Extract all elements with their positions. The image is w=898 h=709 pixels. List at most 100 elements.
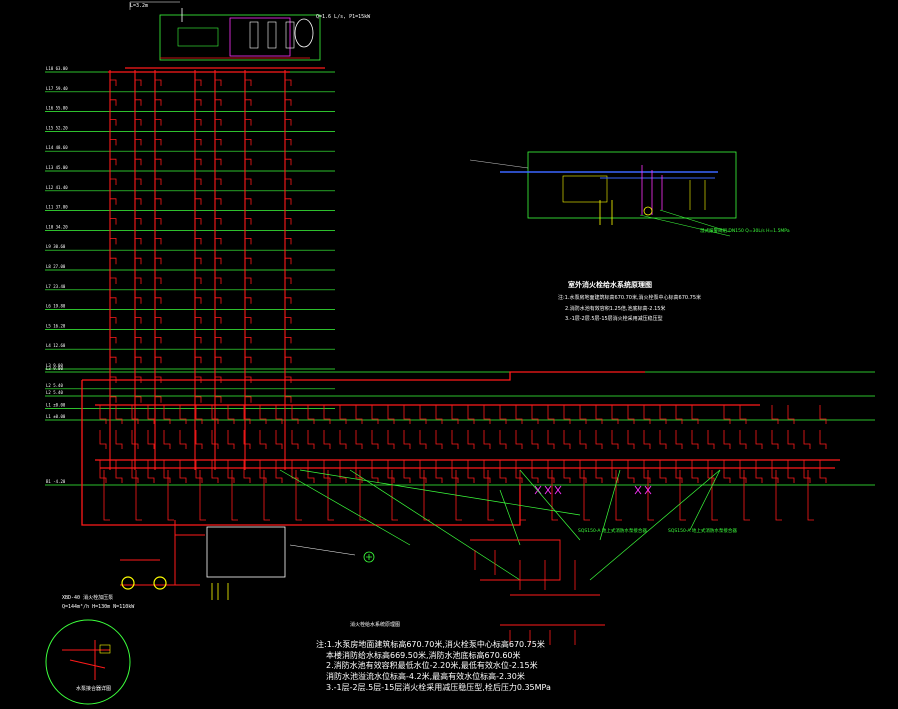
hydrant-branch [355, 460, 363, 483]
hydrant-branch [419, 405, 427, 424]
hydrant-branch [285, 139, 292, 146]
hydrant-branch [195, 178, 202, 185]
hydrant-branch [131, 405, 139, 424]
hydrant-branch [531, 430, 539, 449]
hydrant-branch [707, 430, 715, 449]
hydrant-branch [355, 430, 363, 449]
ring-main [82, 371, 645, 381]
main-note-5: 3.-1层-2层.5层-15层消火栓采用减压稳压型,栓后压力0.35MPa [326, 682, 551, 692]
floor-level-label: L3 9.00 [46, 366, 63, 371]
floor-level-label: L4 12.60 [46, 343, 66, 348]
hydrant-branch [643, 430, 651, 449]
hydrant-branch [245, 396, 252, 403]
hydrant-branch [215, 376, 222, 383]
floor-level-label: L14 48.60 [46, 145, 68, 150]
hydrant-branch [110, 396, 117, 403]
hydrant-branch [285, 396, 292, 403]
floor-level-label: L13 45.00 [46, 165, 68, 170]
drop-pipe [231, 470, 238, 521]
hydrant-branch [285, 238, 292, 245]
plan-title: 室外消火栓给水系统原理图 [568, 280, 652, 289]
hydrant-branch [215, 139, 222, 146]
hydrant-branch [285, 356, 292, 364]
hydrant-branch [147, 430, 155, 449]
hydrant-branch [195, 297, 202, 304]
hydrant-branch [787, 405, 795, 424]
hydrant-branch [245, 139, 252, 146]
hydrant-branch [483, 460, 491, 483]
hydrant-branch [371, 405, 379, 424]
hydrant-branch [155, 277, 162, 284]
callout-2: SQS150-A 地上式消防水泵接合器 [668, 527, 737, 534]
leader-line [519, 469, 581, 541]
hydrant-branch [387, 460, 395, 483]
hydrant-branch [115, 460, 123, 483]
hydrant-branch [531, 460, 539, 483]
hydrant-branch [195, 317, 202, 324]
hydrant-branch [245, 218, 252, 225]
drop-pipe [647, 470, 654, 521]
hydrant-branch [215, 277, 222, 284]
hydrant-branch [245, 158, 252, 166]
hydrant-branch [739, 405, 747, 424]
hydrant-branch [135, 79, 142, 86]
hydrant-branch [435, 405, 443, 424]
hydrant-branch [245, 376, 252, 383]
hydrant-branch [387, 430, 395, 449]
hydrant-branch [285, 257, 292, 265]
floor-lines [45, 71, 875, 486]
hydrant-branch [771, 405, 779, 424]
hydrant-branch [195, 218, 202, 225]
hydrant-branch [483, 430, 491, 449]
hydrant-branch [215, 257, 222, 265]
hydrant-branch [467, 430, 475, 449]
hydrant-branch [259, 405, 267, 424]
hydrant-branch [135, 238, 142, 245]
hydrant-branch [285, 99, 292, 106]
drop-pipe [391, 470, 398, 521]
hydrant-branch [215, 198, 222, 205]
hydrant-branch [691, 430, 699, 449]
fire-water-tank [206, 526, 286, 578]
hydrant-branch [243, 460, 251, 483]
leader-line [689, 469, 721, 531]
hydrant-branch [307, 460, 315, 483]
hydrant-branch [819, 460, 827, 483]
hydrant-branch [675, 430, 683, 449]
floor-level-label: L15 52.20 [46, 125, 68, 130]
hydrant-branch [339, 460, 347, 483]
hydrant-branch [531, 405, 539, 424]
plan-note-2: 2.消防水池有效容积1.25倍,池底标高-2.15米 [565, 305, 665, 312]
hydrant-branch [195, 277, 202, 284]
hydrant-branch [195, 460, 203, 483]
leader-line [279, 469, 411, 546]
hydrant-branch [563, 405, 571, 424]
hydrant-branch [155, 218, 162, 225]
hydrant-branch [691, 405, 699, 424]
hydrant-branch [215, 337, 222, 344]
hydrant-branch [147, 460, 155, 483]
hydrant-branch [155, 257, 162, 265]
hydrant-branch [285, 178, 292, 185]
floor-level-label: L12 41.40 [46, 185, 68, 190]
hydrant-branch [467, 405, 475, 424]
hydrant-branch [371, 460, 379, 483]
hydrant-branch [110, 139, 117, 146]
hydrant-branch [627, 430, 635, 449]
hydrant-branch [275, 460, 283, 483]
hydrant-branch [215, 356, 222, 364]
hydrant-branch [135, 198, 142, 205]
hydrant-branch [155, 158, 162, 166]
hydrant-branch [291, 430, 299, 449]
hydrant-branch [195, 376, 202, 383]
hydrant-branch [675, 405, 683, 424]
hydrant-branch [179, 405, 187, 424]
hydrant-branch [195, 139, 202, 146]
hydrant-branch [451, 430, 459, 449]
hydrant-branch [245, 119, 252, 126]
drop-pipe [519, 470, 526, 521]
tower-risers [108, 70, 292, 470]
hydrant-branch [659, 405, 667, 424]
hydrant-branch [215, 297, 222, 304]
